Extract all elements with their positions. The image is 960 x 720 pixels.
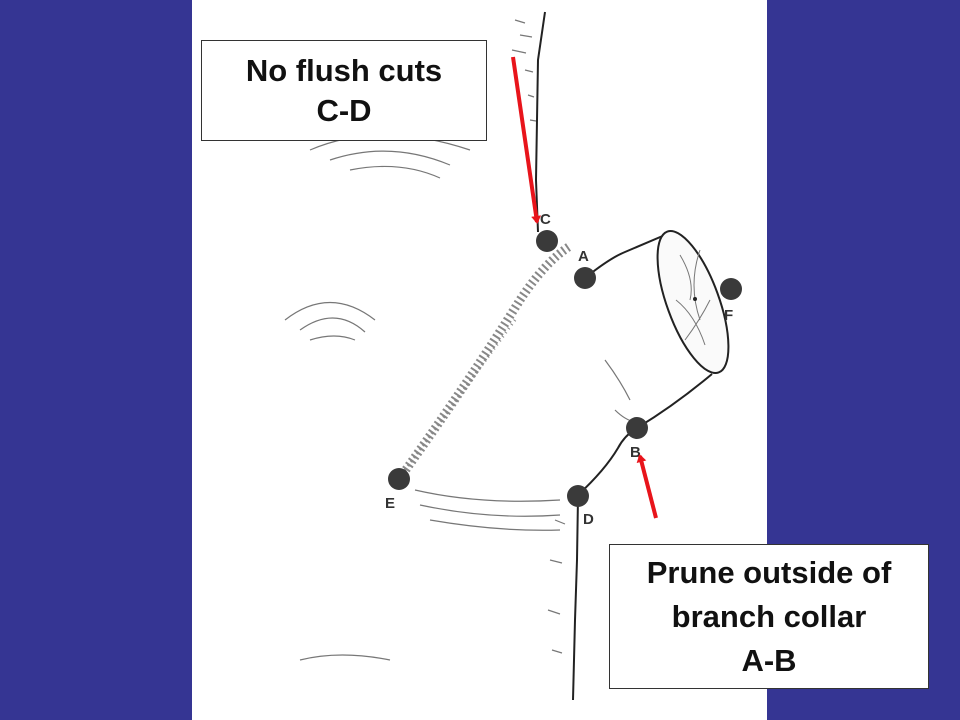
branch-bark-ridge	[396, 242, 573, 481]
callout-bottom-line2: branch collar	[671, 598, 867, 634]
point-f-label: F	[724, 307, 733, 324]
arrow-to-b	[636, 454, 658, 519]
point-a-label: A	[578, 248, 589, 265]
callout-prune-outside-collar: Prune outside of branch collar A-B	[609, 544, 929, 689]
branch-collar-lower	[577, 427, 638, 496]
point-b-label: B	[630, 444, 641, 461]
callout-no-flush-cuts: No flush cuts C-D	[201, 40, 487, 141]
point-c-marker	[536, 230, 558, 252]
trunk-edge-lower	[572, 496, 579, 701]
branch-lower-edge	[636, 373, 713, 429]
cut-points	[388, 230, 742, 507]
point-a-marker	[574, 267, 596, 289]
bark-texture	[284, 19, 636, 661]
arrow-to-c	[511, 56, 542, 224]
cut-face-grain	[675, 249, 711, 346]
point-d-label: D	[583, 511, 594, 528]
point-c-label: C	[540, 211, 551, 228]
point-d-marker	[567, 485, 589, 507]
callout-bottom-line3: A-B	[741, 642, 797, 678]
callout-top-line1: No flush cuts	[245, 52, 443, 88]
cut-face-pith	[693, 297, 697, 301]
point-f-marker	[720, 278, 742, 300]
callout-top-line2: C-D	[316, 92, 372, 128]
point-e-marker	[388, 468, 410, 490]
point-e-label: E	[385, 495, 395, 512]
trunk-edge-upper	[534, 11, 546, 233]
callout-bottom-line1: Prune outside of	[646, 554, 892, 590]
point-b-marker	[626, 417, 648, 439]
branch-cut-face	[656, 229, 730, 375]
